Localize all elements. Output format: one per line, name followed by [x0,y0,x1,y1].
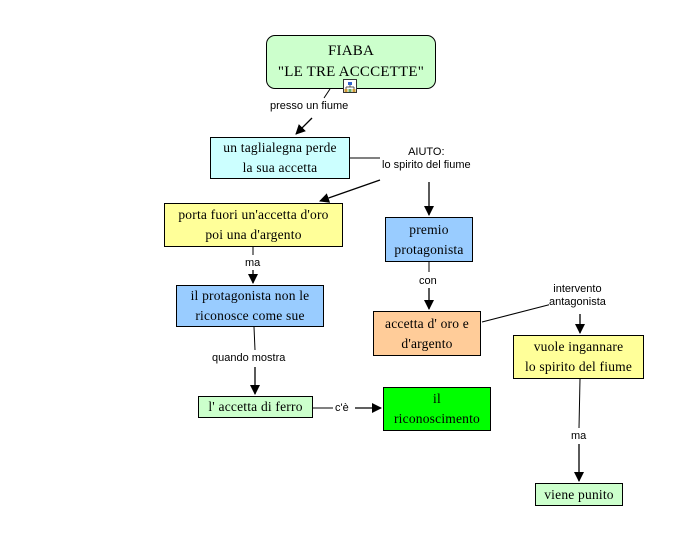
node-riconoscimento[interactable]: il riconoscimento [383,387,491,431]
line-accetta-intervento [481,303,553,323]
link-label-intervento[interactable]: intervento antagonista [549,283,606,309]
arrow-presso-taglialegna [295,117,313,135]
node-porta-fuori[interactable]: porta fuori un'accetta d'oro poi una d'a… [164,203,343,247]
link-label-con[interactable]: con [419,275,437,288]
node-vuole-ingannare[interactable]: vuole ingannare lo spirito del fiume [513,335,644,379]
arrow-aiuto-porta [319,179,381,203]
node-accetta-ferro[interactable]: l' accetta di ferro [198,396,313,418]
link-label-presso[interactable]: presso un fiume [270,100,349,113]
node-protagonista[interactable]: il protagonista non le riconosce come su… [176,285,324,327]
line-vuole-ma [578,378,581,429]
line-protagonista-quando [253,326,256,351]
concept-map-icon[interactable] [343,79,357,93]
link-label-ma-1[interactable]: ma [245,257,261,270]
node-accetta-oro[interactable]: accetta d' oro e d'argento [373,311,481,356]
line-root-presso [323,88,331,99]
node-premio[interactable]: premio protagonista [385,217,473,262]
node-viene-punito[interactable]: viene punito [535,483,623,506]
link-label-ma-2[interactable]: ma [571,430,587,443]
link-label-quando[interactable]: quando mostra [212,352,286,365]
node-taglialegna[interactable]: un taglialegna perde la sua accetta [210,137,350,179]
link-label-aiuto[interactable]: AIUTO: lo spirito del fiume [382,146,471,172]
link-label-ce[interactable]: c'è [335,402,349,415]
